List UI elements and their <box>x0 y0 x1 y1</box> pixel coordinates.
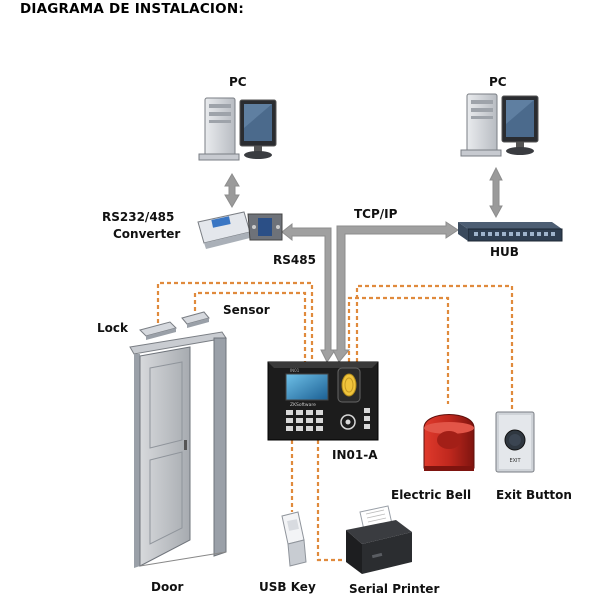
sensor-icon <box>181 311 210 328</box>
rs232-485-converter-icon <box>197 211 283 249</box>
pc-right-icon <box>460 93 539 157</box>
electric-bell-icon <box>423 414 475 471</box>
in01-a-device-icon: IN01 ZKSoftware <box>267 361 379 441</box>
rs485-label: RS485 <box>273 253 316 267</box>
communication-wires <box>224 166 503 363</box>
pc-left-label: PC <box>229 75 247 89</box>
exit-button-icon: EXIT <box>495 411 535 473</box>
device-model-text: IN01 <box>290 368 300 373</box>
control-wires <box>156 281 514 562</box>
lock-label: Lock <box>97 321 128 335</box>
exit-button-label: Exit Button <box>496 488 572 502</box>
hub-icon <box>458 222 563 242</box>
serial-printer-icon <box>346 505 412 574</box>
pc-left-icon <box>198 97 277 161</box>
usb-key-icon <box>281 511 307 567</box>
device-label: IN01-A <box>332 448 378 462</box>
exit-button-face-text: EXIT <box>509 458 521 464</box>
tcpip-label: TCP/IP <box>354 207 398 221</box>
hub-label: HUB <box>490 245 519 259</box>
converter-label-line1: RS232/485 <box>102 210 175 224</box>
sensor-label: Sensor <box>223 303 270 317</box>
converter-label-line2: Converter <box>113 227 181 241</box>
electric-bell-label: Electric Bell <box>391 488 472 502</box>
device-brand-text: ZKSoftware <box>290 402 316 408</box>
door-label: Door <box>151 580 184 594</box>
serial-printer-label: Serial Printer <box>349 582 440 596</box>
lock-icon <box>139 321 177 340</box>
usb-key-label: USB Key <box>259 580 316 594</box>
door-icon <box>129 331 227 568</box>
pc-right-label: PC <box>489 75 507 89</box>
page-title: DIAGRAMA DE INSTALACION: <box>20 1 244 17</box>
